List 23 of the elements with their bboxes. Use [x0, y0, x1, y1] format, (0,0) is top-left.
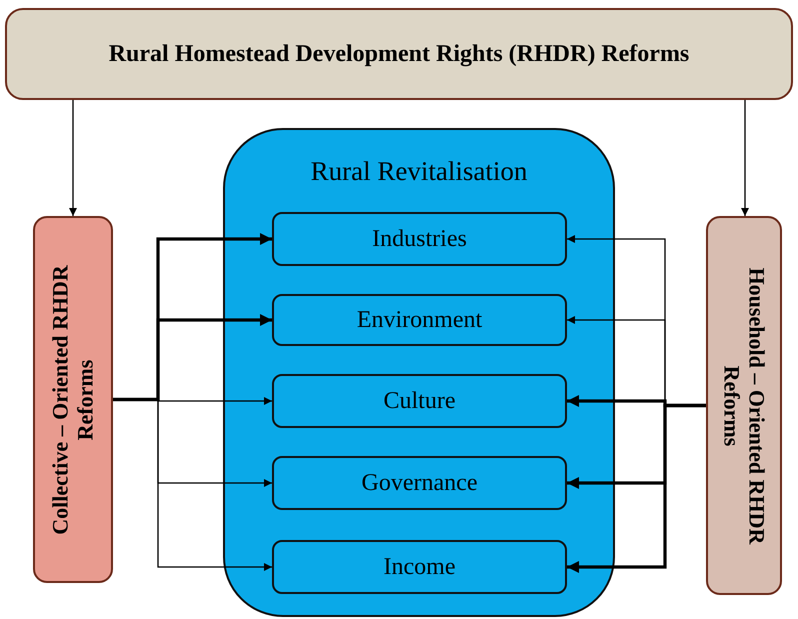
process-box — [272, 374, 567, 428]
process-box — [272, 540, 567, 594]
node-label: Governance — [362, 470, 478, 496]
node-label: Environment — [356, 306, 482, 334]
reform-box — [33, 216, 113, 583]
node-label: Household – Oriented RHDR Reforms — [718, 266, 770, 547]
node-label: Industries — [372, 226, 467, 252]
process-box — [272, 456, 567, 510]
process-box — [272, 294, 567, 346]
node-label: Rural Homestead Development Rights (RHDR) Reforms — [108, 40, 690, 68]
arrow — [741, 100, 749, 216]
container-box — [223, 128, 615, 617]
arrow — [69, 100, 77, 216]
group-heading: Rural Revitalisation — [310, 156, 528, 187]
reform-box — [706, 216, 782, 595]
arrow — [113, 398, 272, 571]
node-label: Culture — [384, 388, 456, 414]
arrow — [567, 404, 706, 573]
node-label: Income — [384, 554, 456, 580]
title-box — [5, 8, 793, 100]
node-label: Collective – Oriented RHDR Reforms — [48, 264, 98, 536]
arrow — [113, 314, 272, 402]
process-box — [272, 212, 567, 266]
